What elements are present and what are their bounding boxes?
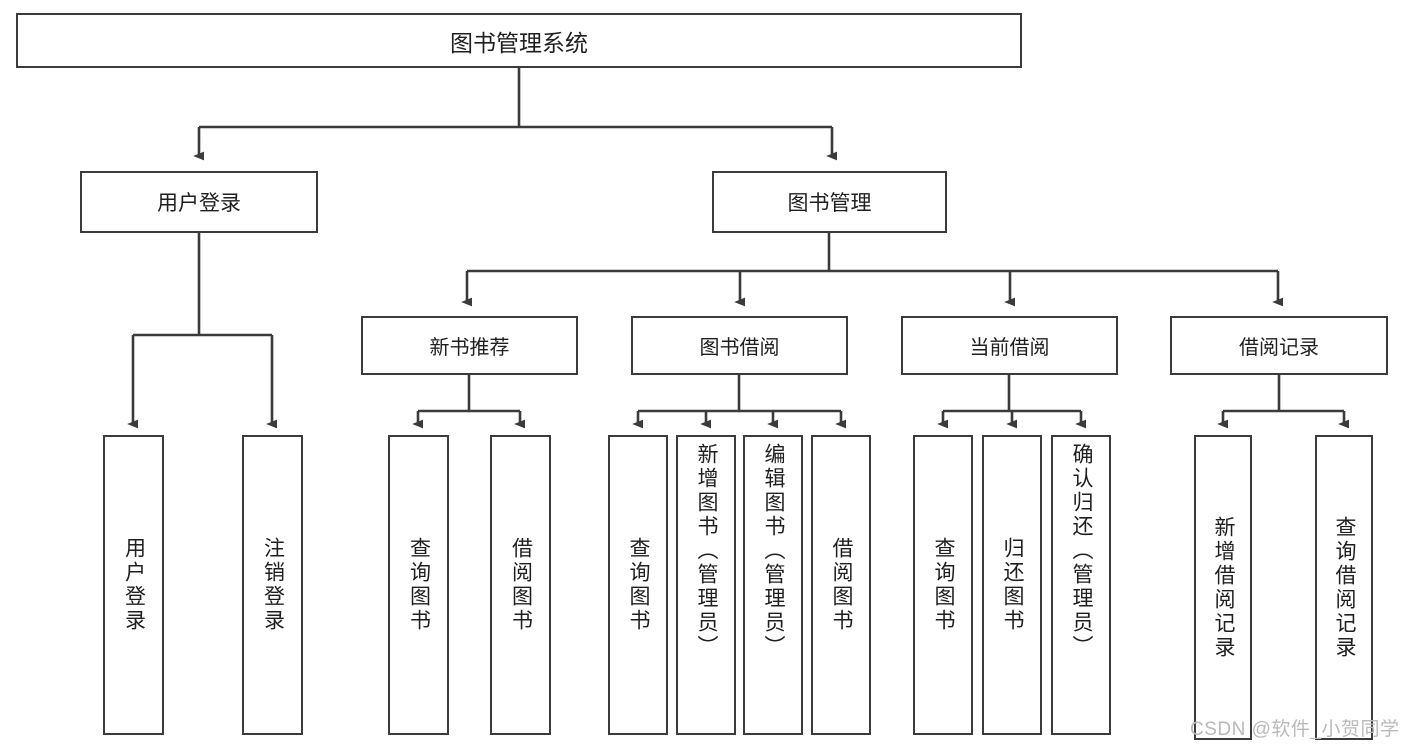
leaf-borrow-edit-book-admin[interactable]: 编辑图书（管理员） <box>743 435 803 735</box>
node-user-login[interactable]: 用户登录 <box>80 171 318 233</box>
node-borrow-records[interactable]: 借阅记录 <box>1170 316 1388 375</box>
leaf-label: 归还图书 <box>1001 537 1025 633</box>
leaf-user-login-signout[interactable]: 注销登录 <box>242 435 303 735</box>
node-new-book-recommend[interactable]: 新书推荐 <box>361 316 578 375</box>
leaf-current-return-book[interactable]: 归还图书 <box>982 435 1042 735</box>
leaf-label: 用户登录 <box>122 537 146 633</box>
leaf-label: 新增图书（管理员） <box>695 443 719 659</box>
node-current-borrow[interactable]: 当前借阅 <box>901 316 1118 375</box>
node-book-management[interactable]: 图书管理 <box>712 171 947 233</box>
leaf-label: 新增借阅记录 <box>1212 515 1236 660</box>
leaf-current-confirm-return-admin[interactable]: 确认归还（管理员） <box>1051 435 1111 735</box>
leaf-borrow-borrow-book[interactable]: 借阅图书 <box>811 435 871 735</box>
node-root-system[interactable]: 图书管理系统 <box>16 13 1022 68</box>
leaf-borrow-add-book-admin[interactable]: 新增图书（管理员） <box>676 435 736 735</box>
watermark-text: CSDN @软件_小贺同学 <box>1190 719 1400 740</box>
leaf-label: 查询图书 <box>627 537 651 633</box>
leaf-records-query-record[interactable]: 查询借阅记录 <box>1315 435 1373 740</box>
node-book-borrow[interactable]: 图书借阅 <box>631 316 848 375</box>
leaf-label: 借阅图书 <box>509 537 533 633</box>
leaf-user-login-signin[interactable]: 用户登录 <box>103 435 164 735</box>
leaf-label: 注销登录 <box>261 537 285 633</box>
leaf-current-query-book[interactable]: 查询图书 <box>913 435 973 735</box>
leaf-label: 查询借阅记录 <box>1333 515 1357 660</box>
leaf-label: 查询图书 <box>932 537 956 633</box>
leaf-label: 查询图书 <box>407 537 431 633</box>
leaf-records-add-record[interactable]: 新增借阅记录 <box>1194 435 1252 740</box>
leaf-borrow-query-book[interactable]: 查询图书 <box>608 435 668 735</box>
leaf-label: 确认归还（管理员） <box>1070 443 1094 659</box>
leaf-new-book-borrow[interactable]: 借阅图书 <box>490 435 551 735</box>
leaf-label: 编辑图书（管理员） <box>762 443 786 659</box>
leaf-new-book-query[interactable]: 查询图书 <box>388 435 449 735</box>
leaf-label: 借阅图书 <box>830 537 854 633</box>
